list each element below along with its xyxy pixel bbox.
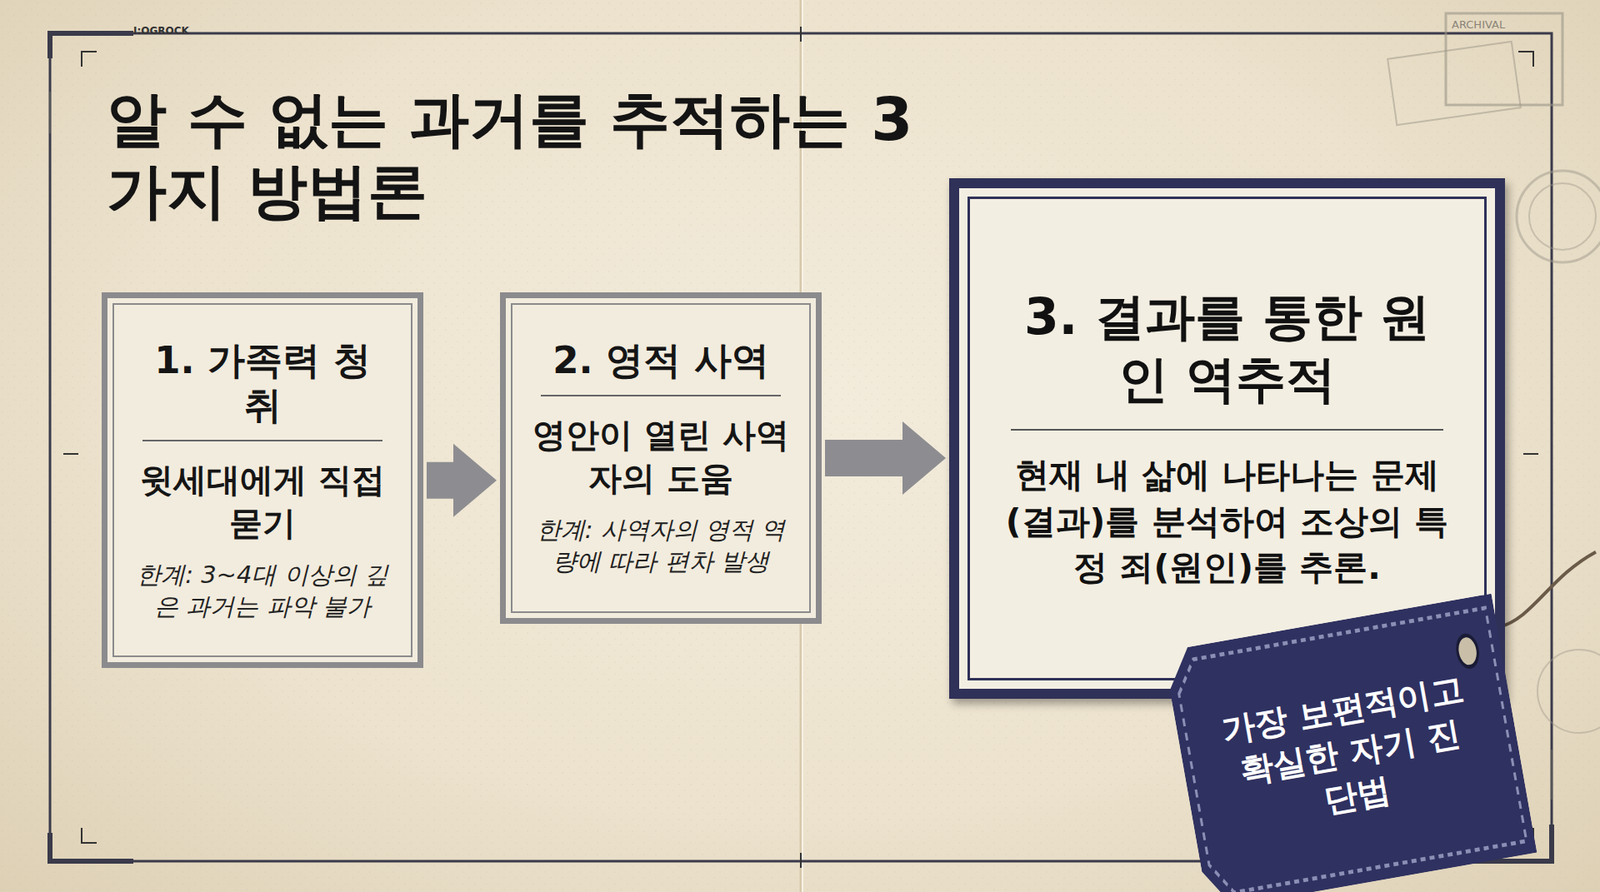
box-heading: 1. 가족력 청취 (142, 338, 383, 442)
flow-arrow (426, 444, 497, 518)
box-body: 현재 내 삶에 나타나는 문제(결과)를 분석하여 조상의 특정 죄(원인)를 … (999, 452, 1455, 591)
flow-arrow (825, 421, 946, 495)
box-note: 한계: 사역자의 영적 역량에 따라 편차 발생 (527, 515, 795, 578)
method-box: 1. 가족력 청취윗세대에게 직접 묻기한계: 3~4대 이상의 깊은 과거는 … (101, 292, 424, 669)
box-heading: 2. 영적 사역 (540, 338, 781, 397)
box-body: 윗세대에게 직접 묻기 (129, 458, 396, 545)
diagram-title: 알 수 없는 과거를 추적하는 3가지 방법론 (106, 83, 940, 228)
watermark-label: I:OGROCK (133, 25, 190, 37)
method-box: 2. 영적 사역영안이 열린 사역자의 도움한계: 사역자의 영적 역량에 따라… (500, 292, 822, 625)
tag-string (1499, 552, 1596, 628)
box-heading: 3. 결과를 통한 원인 역추적 (1010, 285, 1445, 431)
box-body: 영안이 열린 사역자의 도움 (527, 413, 795, 500)
watermark-label: ARCHIVAL (1451, 18, 1505, 31)
box-note: 한계: 3~4대 이상의 깊은 과거는 파악 불가 (129, 560, 396, 623)
